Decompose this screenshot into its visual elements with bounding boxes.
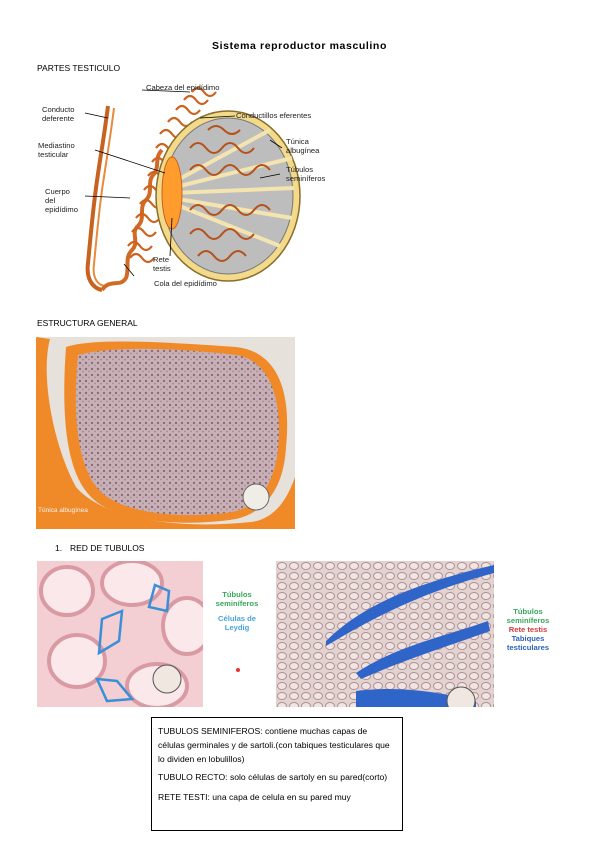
label-cola-epididimo: Cola del epidídimo	[154, 279, 217, 288]
note-tubulo-recto: TUBULO RECTO: solo células de sartoly en…	[158, 772, 388, 782]
section-heading-partes: PARTES TESTICULO	[37, 63, 121, 73]
section-number: 1.	[55, 543, 63, 553]
label-rete-testis-right: Rete testis	[508, 625, 548, 634]
page-title: Sistema reproductor masculino	[212, 40, 387, 52]
note-rete-testi: RETE TESTI: una capa de celula en su par…	[158, 792, 351, 802]
section-heading-estructura: ESTRUCTURA GENERAL	[37, 318, 138, 328]
histology-estructura-image	[36, 337, 295, 529]
histology-tubulos-right-image	[276, 561, 494, 707]
section-heading-red-tubulos: RED DE TUBULOS	[70, 543, 145, 553]
red-dot-marker	[236, 668, 240, 672]
testicle-diagram	[84, 86, 301, 292]
notes-box: TUBULOS SEMINIFEROS: contiene muchas cap…	[151, 717, 403, 831]
note-tubulos-seminiferos: TUBULOS SEMINIFEROS: contiene muchas cap…	[158, 726, 390, 764]
label-cabeza-epididimo: Cabeza del epidídimo	[146, 83, 220, 92]
label-conductillos: Conductillos eferentes	[236, 111, 312, 120]
label-tunica-histologia: Túnica albugínea	[38, 507, 88, 514]
histology-tubulos-left-image	[37, 561, 203, 707]
